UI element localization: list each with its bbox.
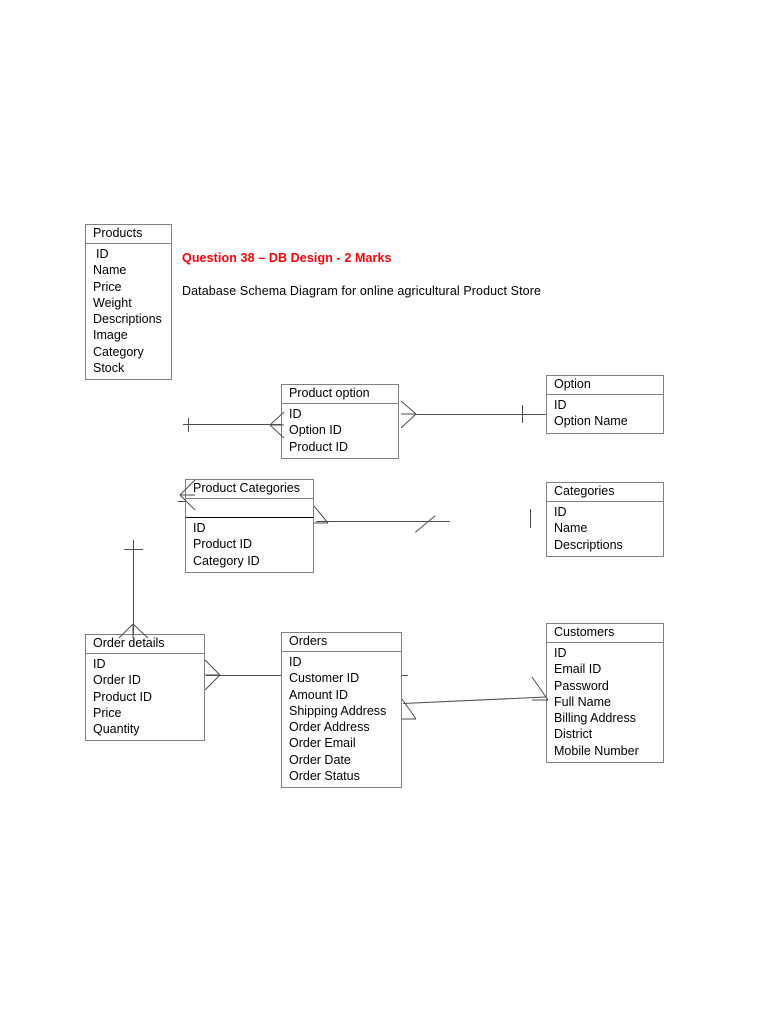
field-customers-billing-address: Billing Address — [554, 711, 636, 726]
page-subtitle: Database Schema Diagram for online agric… — [182, 284, 542, 298]
field-categories-descriptions: Descriptions — [554, 537, 623, 552]
field-orders-order-address: Order Address — [289, 720, 370, 735]
relationship-line-orders-customers — [403, 696, 546, 704]
field-products-weight: Weight — [93, 295, 132, 310]
field-products-price: Price — [93, 279, 122, 294]
field-products-stock: Stock — [93, 361, 125, 376]
field-customers-full-name: Full Name — [554, 694, 611, 709]
entity-product-categories[interactable]: Product Categories ID Product ID Categor… — [185, 479, 314, 573]
field-option-id: ID — [554, 398, 567, 412]
field-orders-customer-id: Customer ID — [289, 671, 360, 686]
field-customers-mobile-number: Mobile Number — [554, 743, 639, 758]
field-orders-amount-id: Amount ID — [289, 687, 349, 702]
entity-customers-fields: ID Email ID Password Full Name Billing A… — [547, 643, 663, 762]
relationship-line-products-orderdetails — [133, 540, 134, 637]
relationship-stub-productcategories-categories — [415, 515, 436, 533]
field-customers-id: ID — [554, 646, 567, 660]
relationship-line-products-productoption — [183, 424, 281, 425]
entity-orders-fields: ID Customer ID Amount ID Shipping Addres… — [282, 652, 401, 787]
entity-categories-header: Categories — [547, 483, 663, 502]
entity-product-categories-header: Product Categories — [186, 480, 313, 499]
crowsfoot-many-productcategories-left — [178, 479, 196, 511]
entity-option-header: Option — [547, 376, 663, 395]
field-orderdetails-product-id: Product ID — [93, 689, 153, 704]
field-orders-order-status: Order Status — [289, 769, 360, 784]
entity-order-details-header: Order details — [86, 635, 204, 654]
entity-order-details[interactable]: Order details ID Order ID Product ID Pri… — [85, 634, 205, 742]
entity-customers[interactable]: Customers ID Email ID Password Full Name… — [546, 623, 664, 764]
relationship-line-productcategories-categories — [316, 521, 450, 522]
entity-products-fields: ID Name Price Weight Descriptions Image … — [86, 244, 171, 379]
field-productoption-product-id: Product ID — [289, 439, 349, 454]
entity-products-header: Products — [86, 225, 171, 244]
field-productoption-option-id: Option ID — [289, 423, 342, 438]
crowsfoot-many-productoption-right — [400, 399, 417, 430]
entity-categories-fields: ID Name Descriptions — [547, 502, 663, 556]
field-orderdetails-order-id: Order ID — [93, 673, 141, 688]
field-productcategories-product-id: Product ID — [193, 537, 253, 552]
field-orders-order-email: Order Email — [289, 736, 356, 751]
relationship-line-productoption-option — [416, 414, 547, 415]
crowsfoot-many-customers-left — [531, 676, 549, 702]
field-orderdetails-price: Price — [93, 705, 122, 720]
field-categories-name: Name — [554, 521, 588, 536]
field-customers-password: Password — [554, 678, 609, 693]
field-option-option-name: Option Name — [554, 414, 628, 429]
entity-products[interactable]: Products ID Name Price Weight Descriptio… — [85, 224, 172, 381]
crowsfoot-many-productoption-left — [269, 410, 285, 440]
cardinality-one-tick-products-productoption — [188, 418, 189, 432]
entity-categories[interactable]: Categories ID Name Descriptions — [546, 482, 664, 557]
entity-orders-header: Orders — [282, 633, 401, 652]
field-orderdetails-id: ID — [93, 657, 106, 671]
field-customers-district: District — [554, 727, 593, 742]
field-orders-id: ID — [289, 655, 302, 669]
crowsfoot-many-orders-right — [401, 698, 417, 720]
field-productcategories-id: ID — [193, 521, 206, 535]
entity-customers-header: Customers — [547, 624, 663, 643]
field-customers-email-id: Email ID — [554, 662, 602, 677]
crowsfoot-many-orderdetails-top — [118, 623, 149, 639]
field-products-name: Name — [93, 263, 127, 278]
entity-order-details-fields: ID Order ID Product ID Price Quantity — [86, 654, 204, 740]
entity-product-categories-fields: ID Product ID Category ID — [186, 518, 313, 572]
entity-orders[interactable]: Orders ID Customer ID Amount ID Shipping… — [281, 632, 402, 789]
field-products-descriptions: Descriptions — [93, 312, 162, 327]
entity-option[interactable]: Option ID Option Name — [546, 375, 664, 434]
cardinality-one-tick-productoption-option — [522, 405, 523, 423]
field-products-category: Category — [93, 344, 144, 359]
entity-product-option-header: Product option — [282, 385, 398, 404]
field-productoption-id: ID — [289, 407, 302, 421]
field-productcategories-category-id: Category ID — [193, 553, 260, 568]
entity-product-categories-spacer — [186, 499, 313, 518]
field-products-image: Image — [93, 328, 128, 343]
page-title: Question 38 – DB Design - 2 Marks — [182, 251, 392, 265]
entity-product-option[interactable]: Product option ID Option ID Product ID — [281, 384, 399, 459]
cardinality-one-tick-products-orderdetails — [124, 549, 143, 550]
field-categories-id: ID — [554, 505, 567, 519]
entity-option-fields: ID Option Name — [547, 395, 663, 433]
crowsfoot-many-orderdetails-right — [204, 659, 221, 691]
field-products-id: ID — [96, 247, 109, 261]
crowsfoot-many-productcategories-right — [313, 505, 329, 525]
field-orderdetails-quantity: Quantity — [93, 722, 140, 737]
entity-product-option-fields: ID Option ID Product ID — [282, 404, 398, 458]
field-orders-order-date: Order Date — [289, 752, 351, 767]
cardinality-one-tick-productcategories-categories — [530, 509, 531, 528]
field-orders-shipping-address: Shipping Address — [289, 703, 387, 718]
